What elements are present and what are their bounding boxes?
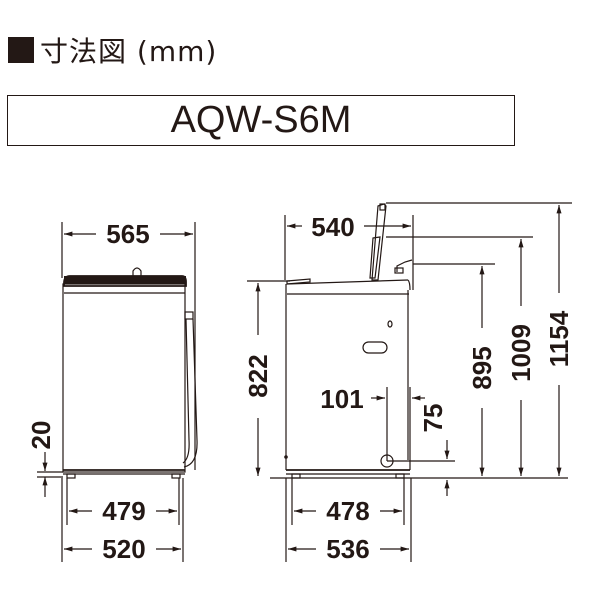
side-body-height-label: 822 <box>243 354 273 397</box>
side-depth-label: 540 <box>311 212 354 242</box>
model-name: AQW-S6M <box>170 99 352 141</box>
black-square-icon <box>8 37 34 63</box>
front-view: 565 20 479 520 <box>26 219 198 564</box>
page-title: 寸法図 (mm) <box>8 30 217 70</box>
lid-open-low-label: 895 <box>467 346 497 389</box>
side-foot-span-label: 478 <box>326 496 369 526</box>
front-width-label: 565 <box>106 219 149 249</box>
drain-offset-label: 101 <box>320 384 363 414</box>
lid-open-mid-label: 1009 <box>506 324 536 382</box>
front-foot-height-label: 20 <box>26 421 56 450</box>
model-name-box: AQW-S6M <box>7 95 515 146</box>
front-base-width-label: 520 <box>102 534 145 564</box>
side-base-depth-label: 536 <box>326 534 369 564</box>
title-text: 寸法図 (mm) <box>40 35 218 68</box>
drain-height-label: 75 <box>418 404 448 433</box>
side-view: 540 822 <box>243 202 574 564</box>
front-foot-span-label: 479 <box>102 496 145 526</box>
lid-open-full-label: 1154 <box>544 310 574 367</box>
